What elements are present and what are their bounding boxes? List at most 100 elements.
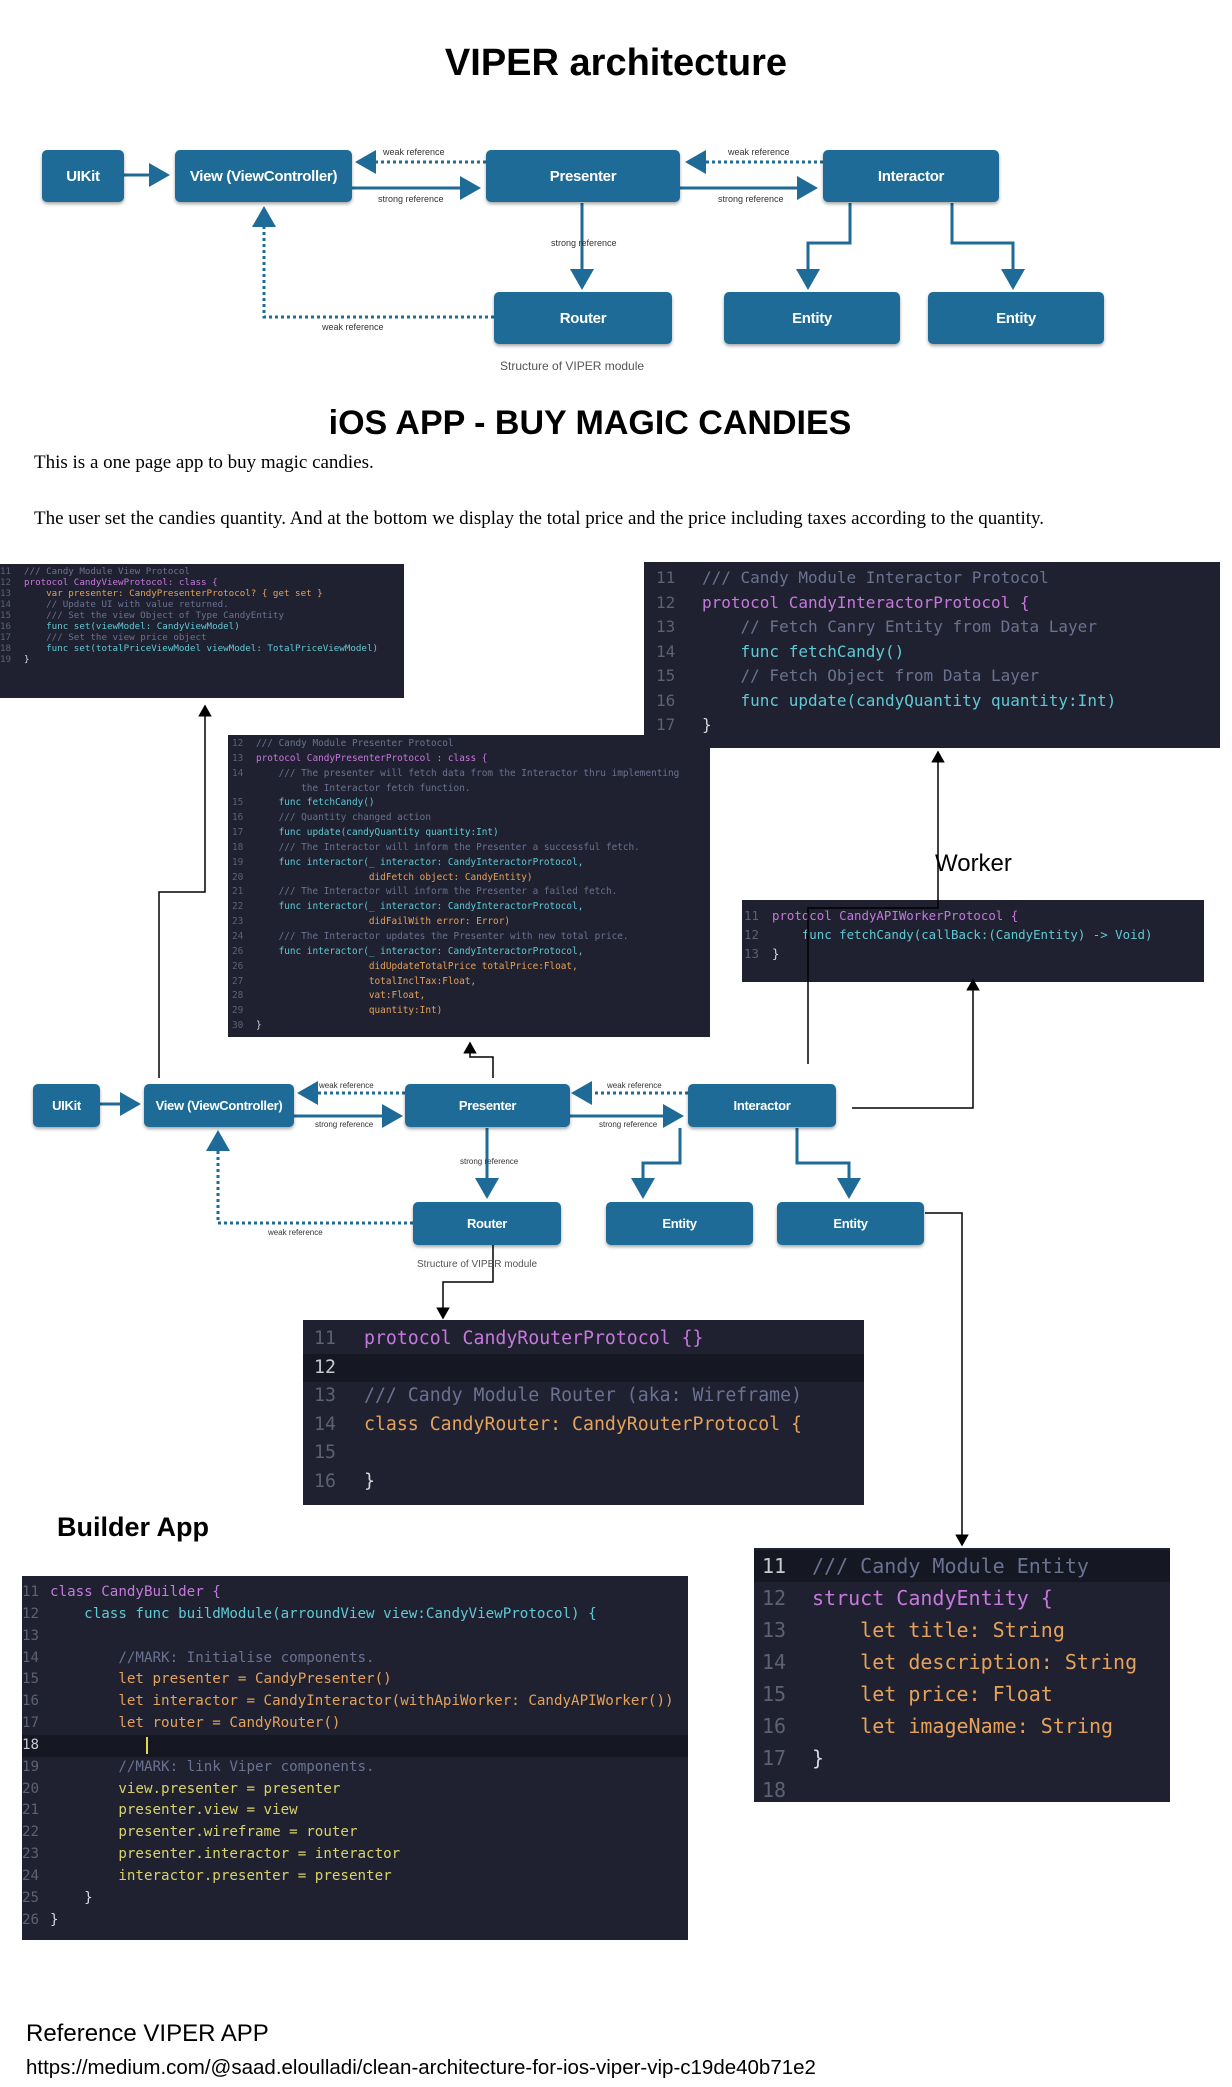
code-text: vat:Float, <box>256 990 426 1002</box>
code-text: the Interactor fetch function. <box>256 782 471 794</box>
code-line: 26 func interactor(_ interactor: CandyIn… <box>228 945 710 960</box>
code-text: } <box>50 1911 59 1928</box>
code-text: protocol CandyInteractorProtocol { <box>702 592 1030 612</box>
code-text: // Fetch Canry Entity from Data Layer <box>702 617 1097 636</box>
code-text: protocol CandyPresenterProtocol : class … <box>256 752 488 764</box>
code-text: //MARK: link Viper components. <box>50 1758 375 1775</box>
line-number: 14 <box>22 1649 40 1666</box>
code-text: didFetch object: CandyEntity) <box>256 871 533 883</box>
code-line: 12/// Candy Module Presenter Protocol <box>228 737 710 752</box>
worker-protocol-code: 11 protocol CandyAPIWorkerProtocol { 12 f… <box>742 900 1204 982</box>
code-line: 17 /// Set the view price object <box>0 632 404 643</box>
code-text: /// Quantity changed action <box>256 812 431 824</box>
code-text: } <box>364 1470 375 1492</box>
line-number: 16 <box>0 621 12 632</box>
line-number: 26 <box>22 1911 40 1928</box>
reference-label: Reference VIPER APP <box>26 2020 269 2047</box>
code-text: } <box>24 654 30 665</box>
code-text: /// Candy Module Entity <box>812 1554 1089 1578</box>
code-text: class CandyBuilder { <box>50 1584 221 1600</box>
strong-reference-label: strong reference <box>315 1120 374 1129</box>
line-number: 12 <box>0 577 12 588</box>
line-number: 29 <box>232 1005 244 1017</box>
view-node: View (ViewController) <box>175 150 352 202</box>
code-text: /// The presenter will fetch data from t… <box>256 767 680 779</box>
code-text: presenter.interactor = interactor <box>50 1846 401 1863</box>
code-text: let presenter = CandyPresenter() <box>50 1671 392 1688</box>
code-text: } <box>702 715 712 734</box>
code-line: 19 func interactor(_ interactor: CandyIn… <box>228 856 710 871</box>
line-number: 19 <box>22 1758 40 1775</box>
presenter-node: Presenter <box>486 150 680 202</box>
line-number: 15 <box>232 797 244 809</box>
code-text: } <box>50 1889 93 1906</box>
code-text: protocol CandyAPIWorkerProtocol { <box>772 908 1019 923</box>
line-number: 13 <box>656 617 676 636</box>
code-line: 14 func fetchCandy() <box>644 640 1220 665</box>
code-text: /// Set the view Object of Type CandyEnt… <box>24 610 284 621</box>
code-line: 24 interactor.presenter = presenter <box>22 1866 688 1888</box>
code-line: 17 let router = CandyRouter() <box>22 1713 688 1735</box>
line-number: 23 <box>232 916 244 928</box>
strong-reference-label: strong reference <box>551 238 617 248</box>
line-number: 13 <box>0 588 12 599</box>
view-node: View (ViewController) <box>144 1084 294 1127</box>
reference-link[interactable]: https://medium.com/@saad.eloulladi/clean… <box>26 2056 816 2079</box>
line-number: 19 <box>232 856 244 868</box>
code-line: 13 let title: String <box>754 1614 1170 1646</box>
code-text: let price: Float <box>812 1682 1053 1706</box>
code-line: 16} <box>303 1468 864 1497</box>
code-text: func update(candyQuantity quantity:Int) <box>256 827 499 839</box>
line-number: 17 <box>762 1746 787 1770</box>
code-text: quantity:Int) <box>256 1005 443 1017</box>
line-number: 13 <box>22 1627 40 1644</box>
code-line: 17 func update(candyQuantity quantity:In… <box>228 826 710 841</box>
weak-reference-label: weak reference <box>319 1081 374 1090</box>
code-text: // Fetch Object from Data Layer <box>702 666 1040 685</box>
code-line: 27 totalInclTax:Float, <box>228 975 710 990</box>
code-line: 14 //MARK: Initialise components. <box>22 1648 688 1670</box>
code-text: /// The Interactor updates the Presenter… <box>256 930 629 942</box>
code-line: 15 <box>303 1439 864 1468</box>
code-line: 11 protocol CandyAPIWorkerProtocol { <box>742 906 1204 925</box>
line-number: 16 <box>22 1693 40 1710</box>
code-line: 18 func set(totalPriceViewModel viewMode… <box>0 643 404 654</box>
line-number: 28 <box>232 990 244 1002</box>
line-number: 24 <box>22 1867 40 1884</box>
uikit-node: UIKit <box>42 150 124 202</box>
code-text: presenter.wireframe = router <box>50 1824 358 1841</box>
diagram-caption: Structure of VIPER module <box>417 1259 538 1270</box>
line-number: 13 <box>762 1618 787 1642</box>
line-number: 11 <box>744 908 759 923</box>
line-number: 16 <box>762 1714 787 1738</box>
line-number: 22 <box>232 901 244 913</box>
line-number: 20 <box>232 871 244 883</box>
presenter-protocol-code: 12/// Candy Module Presenter Protocol 13… <box>228 735 710 1037</box>
line-number: 11 <box>314 1328 336 1349</box>
line-number: 27 <box>232 975 244 987</box>
weak-reference-label: weak reference <box>728 147 790 157</box>
code-text: func interactor(_ interactor: CandyInter… <box>256 856 584 868</box>
code-line: 13 <box>22 1626 688 1648</box>
viper-diagram-top-connectors <box>124 150 1025 319</box>
line-number: 11 <box>656 568 676 587</box>
code-text: var presenter: CandyPresenterProtocol? {… <box>24 588 323 599</box>
weak-reference-label: weak reference <box>268 1228 323 1237</box>
code-line: 12 func fetchCandy(callBack:(CandyEntity… <box>742 925 1204 944</box>
router-node: Router <box>413 1202 561 1245</box>
code-line: 22 presenter.wireframe = router <box>22 1822 688 1844</box>
code-line: 28 vat:Float, <box>228 989 710 1004</box>
code-line: the Interactor fetch function. <box>228 782 710 797</box>
line-number: 12 <box>22 1605 40 1622</box>
worker-label: Worker <box>935 850 1012 877</box>
line-number: 25 <box>22 1889 40 1906</box>
line-number: 17 <box>656 715 676 734</box>
strong-reference-label: strong reference <box>378 194 444 204</box>
code-text: func set(totalPriceViewModel viewModel: … <box>24 643 379 654</box>
strong-reference-label: strong reference <box>718 194 784 204</box>
